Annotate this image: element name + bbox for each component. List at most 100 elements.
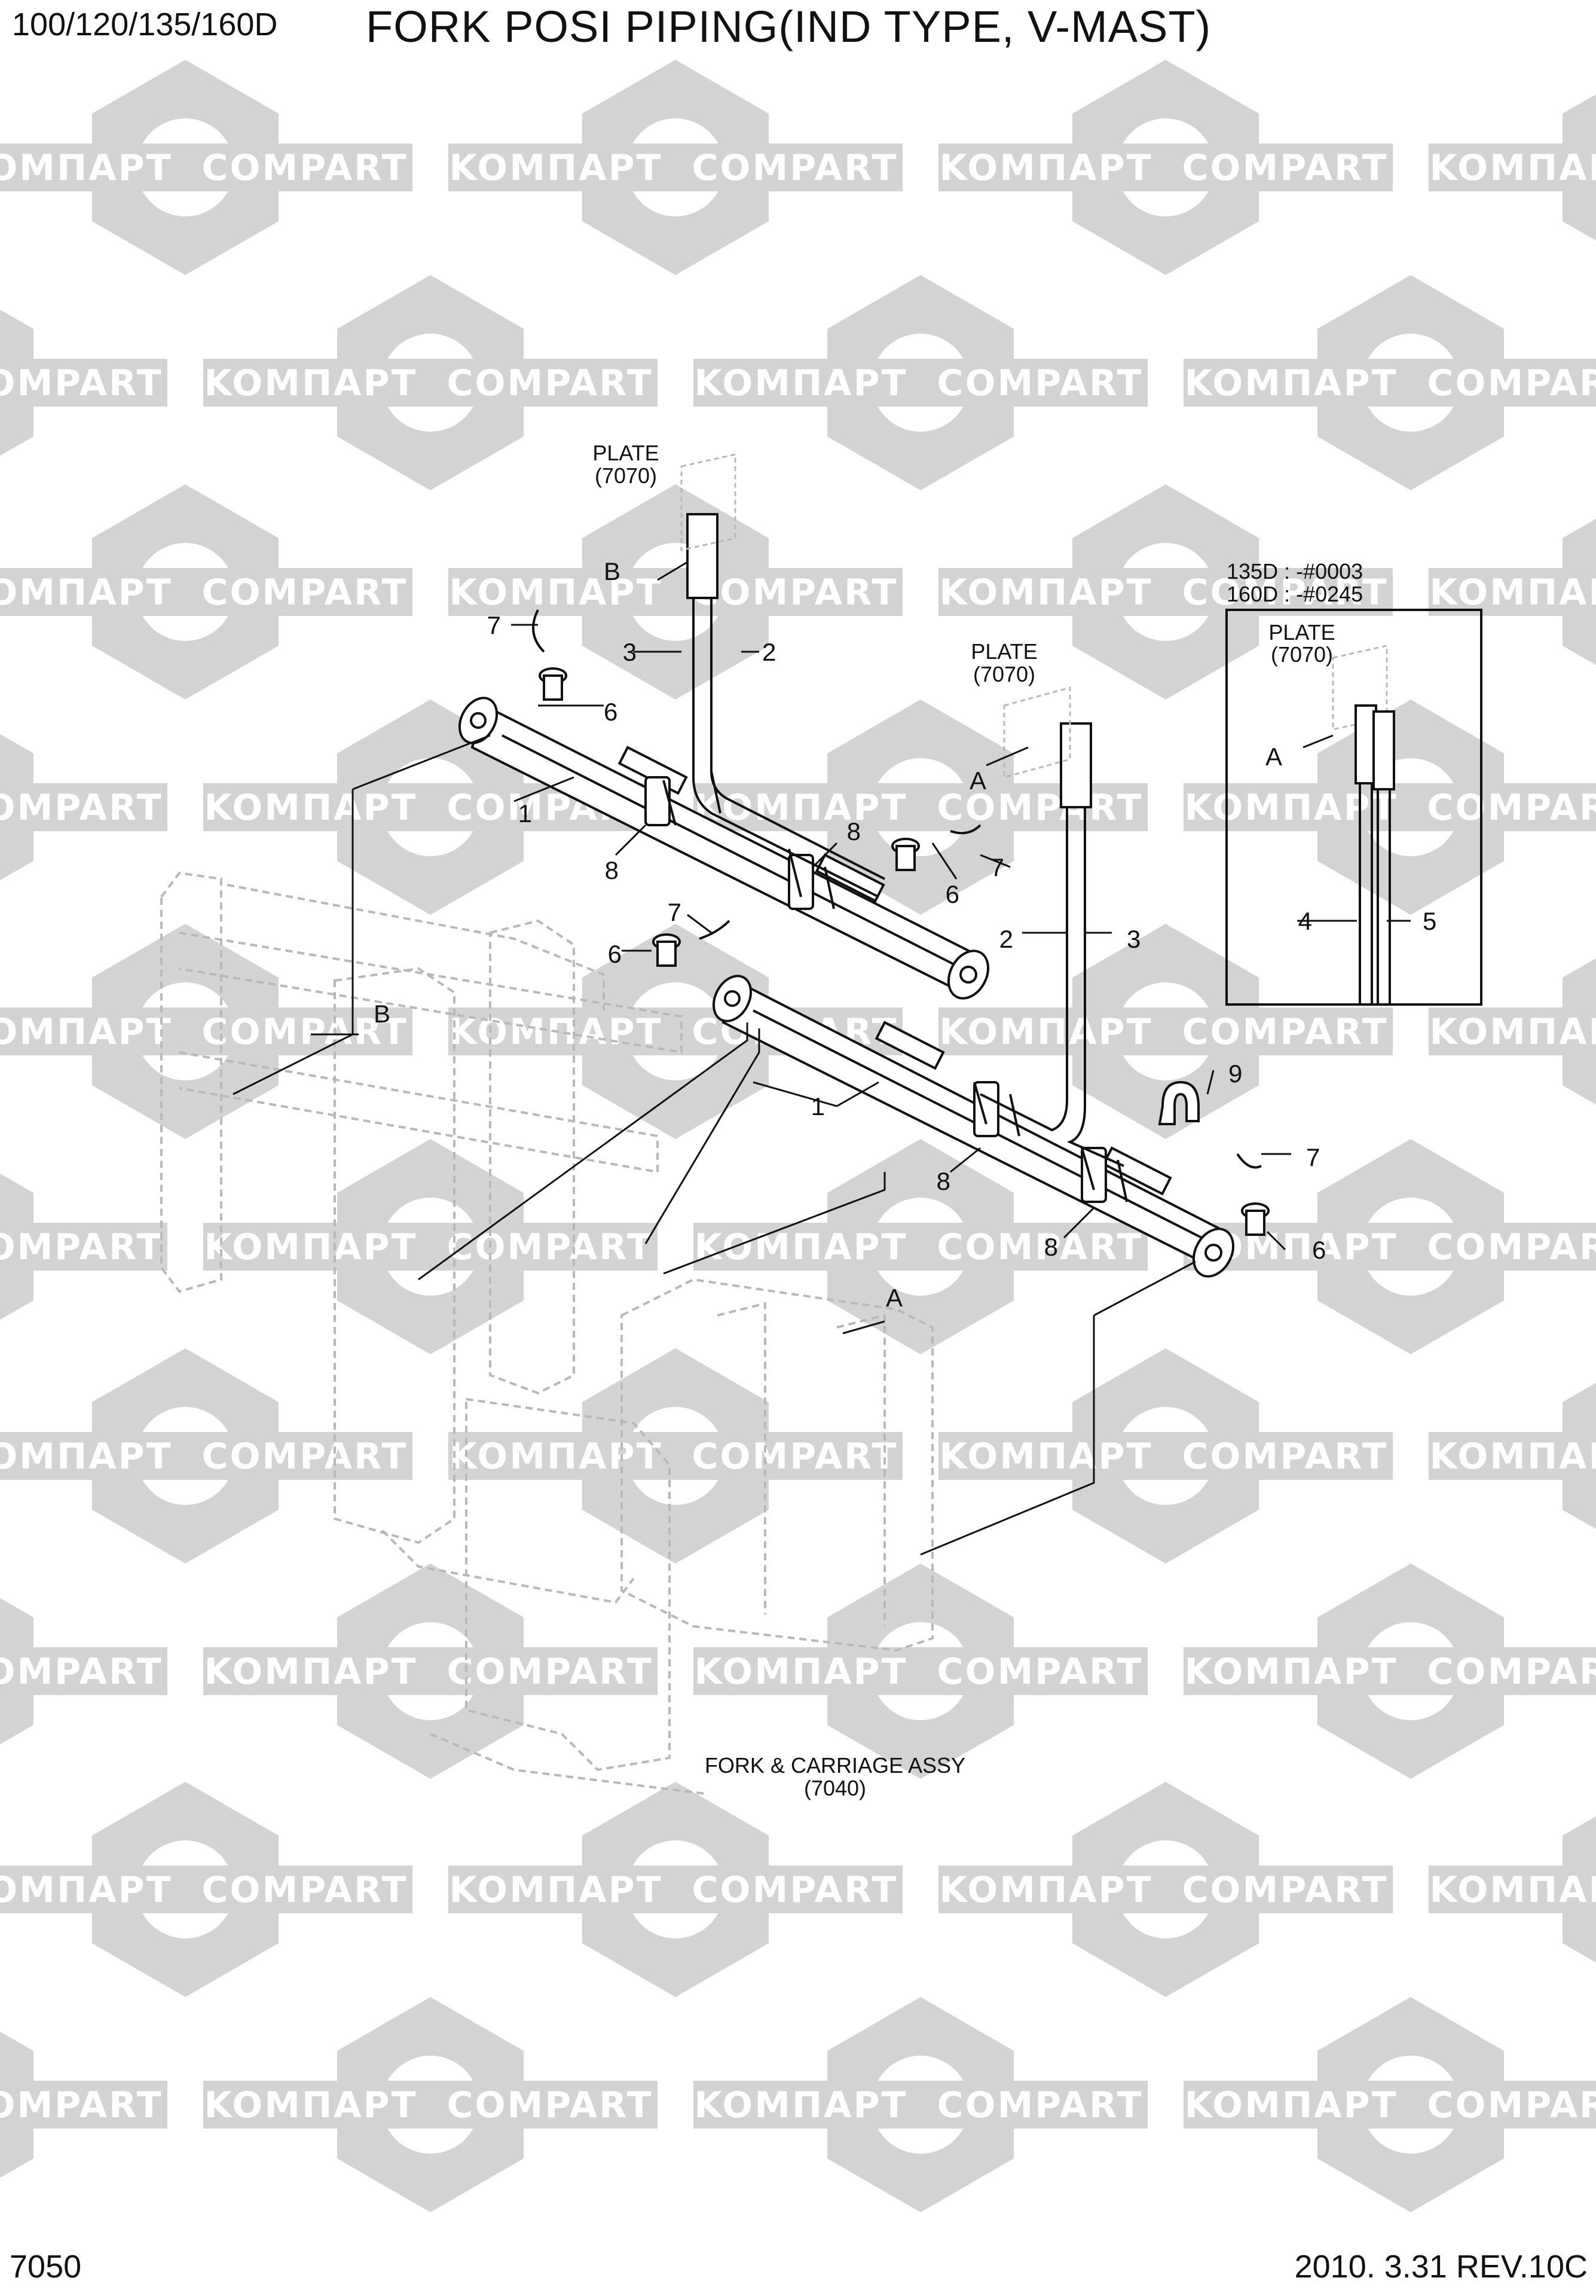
watermark-text-left: KOMПAPT (1429, 147, 1596, 189)
plate-label-detail: PLATE (1268, 620, 1335, 645)
callout-7-upper-right: 7 (990, 853, 1004, 881)
watermark-tile: KOMПAPT COMPART (0, 1348, 412, 1564)
leader-lines (233, 561, 1411, 1556)
plate-label-upper: PLATE (592, 441, 659, 465)
callout-8-lower-left: 8 (937, 1167, 950, 1195)
watermark-text-right: COMPART (447, 1651, 653, 1693)
watermark-text-right: COMPART (1427, 787, 1596, 829)
watermark-text-left: KOMПAPT (449, 1436, 662, 1477)
watermark-text-left: KOMПAPT (1429, 572, 1596, 613)
watermark-text-left: KOMПAPT (1184, 2084, 1398, 2126)
watermark-text-left: KOMПAPT (694, 787, 907, 829)
watermark-text-left: KOMПAPT (694, 362, 907, 404)
revision-date: 2010. 3.31 REV.10C (1294, 2249, 1588, 2285)
watermark-text-right: COMPART (692, 1436, 898, 1477)
watermark-text-left: KOMПAPT (1184, 787, 1398, 829)
callout-5-detail: 5 (1423, 907, 1436, 935)
callout-3-upper: 3 (623, 638, 637, 666)
watermark-text-right: COMPART (1427, 1651, 1596, 1693)
watermark-tile: KOMПAPT COMPART (938, 60, 1393, 275)
watermark-text-left: KOMПAPT (449, 1869, 662, 1911)
watermark-text-right: COMPART (447, 362, 653, 404)
watermark-text-right: COMPART (692, 572, 898, 613)
plate-code-detail: (7070) (1271, 642, 1333, 667)
watermark-tile: KOMПAPT COMPART (448, 1782, 903, 1997)
callout-6-mid: 6 (608, 940, 622, 968)
watermark-text-left: KOMПAPT (694, 2084, 907, 2126)
watermark-text-left: KOMПAPT (1184, 1651, 1398, 1693)
watermark-text-right: COMPART (0, 362, 163, 404)
watermark-text-right: COMPART (937, 362, 1143, 404)
watermark-text-right: COMPART (937, 787, 1143, 829)
watermark-text-right: COMPART (1427, 362, 1596, 404)
watermark-text-left: KOMПAPT (1429, 1436, 1596, 1477)
callout-3-lower: 3 (1127, 925, 1141, 953)
watermark-text-right: COMPART (1182, 147, 1388, 189)
watermark-text-left: KOMПAPT (204, 787, 417, 829)
callout-7-mid: 7 (668, 898, 681, 926)
watermark-text-right: COMPART (937, 1651, 1143, 1693)
plate-code-upper: (7070) (595, 463, 657, 488)
watermark-text-right: COMPART (692, 147, 898, 189)
watermark-tile: KOMПAPT COMPART (0, 60, 412, 275)
watermark-text-right: COMPART (447, 2084, 653, 2126)
watermark-text-right: COMPART (1182, 1436, 1388, 1477)
watermark-text-right: COMPART (0, 787, 163, 829)
callout-6-upper-right: 6 (946, 880, 959, 908)
watermark-text-left: KOMПAPT (939, 1436, 1152, 1477)
watermark-text-right: COMPART (0, 1651, 163, 1693)
watermark-text-left: KOMПAPT (0, 147, 173, 189)
watermark-text-left: KOMПAPT (0, 1436, 173, 1477)
callout-7-upper-left: 7 (487, 611, 501, 639)
callout-labels: 3 2 7 6 B 1 8 8 7 6 A 2 3 7 6 B 1 9 8 8 … (374, 557, 1436, 1312)
watermark-text-left: KOMПAPT (939, 147, 1152, 189)
plate-code-mid: (7070) (973, 662, 1035, 686)
watermark-tile: KOMПAPT COMPART (203, 1564, 658, 1779)
watermark-text-right: COMPART (201, 1869, 408, 1911)
callout-2-lower: 2 (999, 925, 1013, 953)
callout-6-lower: 6 (1312, 1236, 1326, 1264)
watermark-tile: KOMПAPT COMPART (938, 924, 1393, 1139)
watermark-text-left: KOMПAPT (449, 147, 662, 189)
reference-labels: PLATE (7070) PLATE (7070) FORK & CARRIAG… (592, 441, 1363, 1800)
callout-8-lower-right: 8 (1044, 1233, 1058, 1261)
callout-1-upper: 1 (518, 799, 532, 828)
watermark-text-left: KOMПAPT (1429, 1869, 1596, 1911)
callout-a-lower: A (886, 1284, 903, 1312)
callout-9: 9 (1228, 1060, 1242, 1088)
clamp-part-9 (1158, 1080, 1200, 1125)
watermark-text-right: COMPART (0, 1226, 163, 1268)
fork-assy-code: (7040) (804, 1776, 866, 1800)
watermark-text-right: COMPART (692, 1869, 898, 1911)
watermark-tile: KOMПAPT COMPART (448, 1348, 903, 1564)
watermark-text-left: KOMПAPT (204, 2084, 417, 2126)
watermark-text-right: COMPART (1182, 1869, 1388, 1911)
watermark-text-right: COMPART (1182, 1011, 1388, 1053)
watermark-text-right: COMPART (201, 147, 408, 189)
plate-label-mid: PLATE (971, 639, 1037, 664)
detail-box (1225, 609, 1482, 1006)
callout-a-upper: A (970, 767, 986, 795)
watermark-text-left: KOMПAPT (204, 1226, 417, 1268)
watermark-text-right: COMPART (937, 1226, 1143, 1268)
watermark-text-right: COMPART (201, 1436, 408, 1477)
serial-range-135d: 135D : -#0003 (1227, 559, 1363, 584)
watermark-text-left: KOMПAPT (939, 1011, 1152, 1053)
watermark-text-left: KOMПAPT (204, 1651, 417, 1693)
watermark-text-right: COMPART (201, 572, 408, 613)
watermark-text-left: KOMПAPT (939, 572, 1152, 613)
watermark-tile: KOMПAPT COMPART (203, 1997, 658, 2212)
